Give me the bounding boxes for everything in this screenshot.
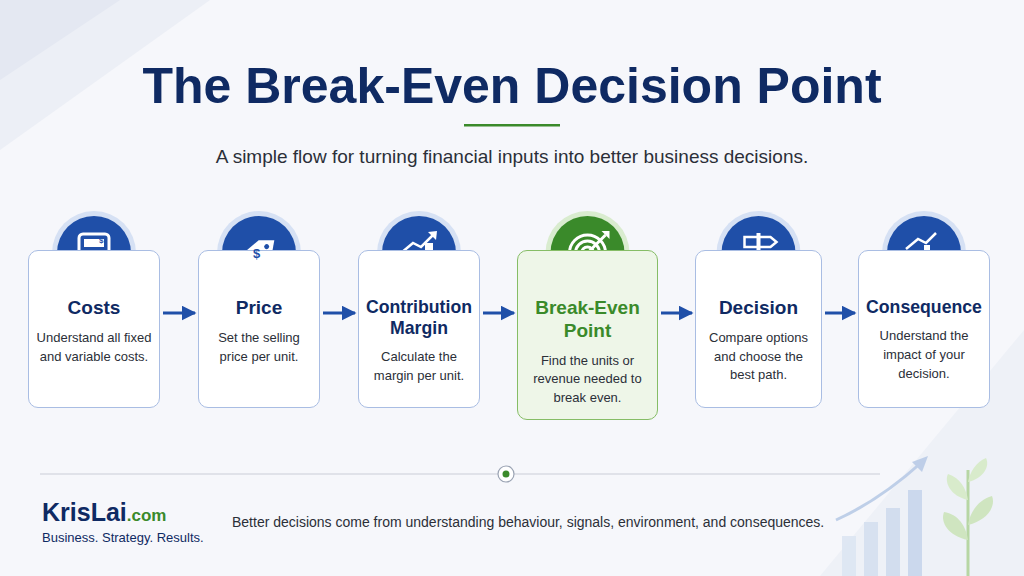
title: The Break-Even Decision Point	[0, 56, 1024, 116]
currency-symbol: $	[99, 237, 103, 245]
brand-tagline: Business. Strategy. Results.	[42, 530, 204, 545]
title-underline	[464, 124, 560, 127]
brand-logo: KrisLai.com	[42, 498, 166, 527]
step-heading: Consequence	[865, 297, 983, 318]
step-description: Set the selling price per unit.	[205, 329, 313, 367]
currency-symbol: $	[253, 247, 260, 260]
step-description: Understand all fixed and variable costs.	[35, 329, 153, 367]
step-description: Understand the impact of your decision.	[865, 327, 983, 384]
divider-dot	[503, 471, 510, 478]
divider-line	[40, 473, 880, 474]
step-description: Calculate the margin per unit.	[365, 348, 473, 386]
step-heading: Costs	[35, 297, 153, 320]
process-box: Contribution MarginCalculate the margin …	[358, 250, 480, 408]
flow-arrow	[323, 312, 355, 315]
footer-note: Better decisions come from understanding…	[232, 514, 824, 530]
flow-arrow	[825, 312, 855, 315]
flow-arrow	[661, 312, 692, 315]
step-description: Find the units or revenue needed to brea…	[524, 352, 651, 409]
process-box: CostsUnderstand all fixed and variable c…	[28, 250, 160, 408]
process-box: PriceSet the selling price per unit.	[198, 250, 320, 408]
step-heading: Decision	[702, 297, 815, 320]
subtitle: A simple flow for turning financial inpu…	[0, 146, 1024, 168]
flow-arrow	[483, 312, 514, 315]
process-box: DecisionCompare options and choose the b…	[695, 250, 822, 408]
plant-decoration	[943, 458, 993, 576]
process-box: ConsequenceUnderstand the impact of your…	[858, 250, 990, 408]
flow-arrow	[163, 312, 195, 315]
step-heading: Contribution Margin	[365, 297, 473, 339]
brand-domain: .com	[127, 506, 167, 525]
corner-shape	[0, 0, 120, 80]
brand-name: KrisLai	[42, 498, 127, 526]
step-heading: Price	[205, 297, 313, 320]
divider-dot	[498, 466, 514, 482]
step-heading: Break-Even Point	[524, 297, 651, 343]
step-description: Compare options and choose the best path…	[702, 329, 815, 386]
process-box: Break-Even PointFind the units or revenu…	[517, 250, 658, 420]
